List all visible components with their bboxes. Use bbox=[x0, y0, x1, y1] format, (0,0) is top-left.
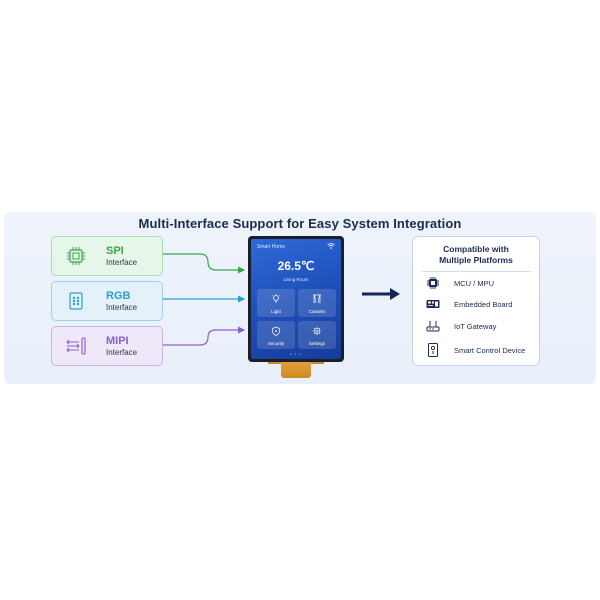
shield-icon bbox=[272, 326, 280, 336]
spi-connector bbox=[163, 253, 246, 274]
screen-header: Smart Home bbox=[257, 244, 286, 250]
interface-sub: Interface bbox=[106, 347, 138, 357]
interface-card-spi: SPI Interface bbox=[51, 236, 163, 276]
platform-label: IoT Gateway bbox=[454, 321, 497, 331]
interface-name: SPI bbox=[106, 244, 124, 257]
curtains-icon bbox=[313, 294, 321, 304]
tile-label: Curtains bbox=[308, 309, 326, 314]
compatibility-arrow bbox=[362, 288, 400, 300]
tile-label: Light bbox=[271, 309, 281, 314]
pager-dots: • • • bbox=[290, 351, 302, 356]
board-icon bbox=[426, 300, 440, 308]
device-screen: Smart Home 26.5℃ Living Room Light Curta… bbox=[251, 239, 341, 359]
interface-card-rgb: RGB Interface bbox=[51, 281, 163, 321]
room-label: Living Room bbox=[283, 277, 309, 282]
platforms-divider bbox=[421, 271, 531, 272]
display-module: Smart Home 26.5℃ Living Room Light Curta… bbox=[248, 236, 344, 362]
gear-icon bbox=[312, 326, 322, 336]
platform-item-gateway: IoT Gateway bbox=[426, 319, 496, 333]
tile-light[interactable]: Light bbox=[257, 289, 295, 317]
platform-label: Embedded Board bbox=[454, 299, 513, 309]
lightbulb-icon bbox=[271, 294, 281, 303]
connector-icon bbox=[66, 291, 86, 311]
temperature-readout: 26.5℃ bbox=[277, 259, 315, 273]
fpc-cable bbox=[281, 362, 311, 378]
wifi-icon bbox=[327, 243, 335, 249]
interface-name: RGB bbox=[106, 289, 131, 302]
interface-card-mipi: MIPI Interface bbox=[51, 326, 163, 366]
platform-item-smart-control: Smart Control Device bbox=[426, 343, 525, 357]
interface-name: MIPI bbox=[106, 334, 129, 347]
tile-settings[interactable]: Settings bbox=[298, 321, 336, 349]
interface-sub: Interface bbox=[106, 302, 138, 312]
lanes-icon bbox=[66, 336, 86, 356]
platforms-title-line1: Compatible with bbox=[443, 244, 509, 254]
interface-sub: Interface bbox=[106, 257, 138, 267]
platforms-panel: Compatible with Multiple Platforms bbox=[412, 236, 540, 366]
platforms-title-line2: Multiple Platforms bbox=[439, 255, 513, 266]
platform-label: Smart Control Device bbox=[454, 345, 526, 355]
tile-security[interactable]: Security bbox=[257, 321, 295, 349]
chip-icon bbox=[66, 246, 86, 266]
cpu-icon bbox=[427, 277, 439, 289]
router-icon bbox=[426, 321, 440, 332]
platform-label: MCU / MPU bbox=[454, 278, 494, 288]
tile-label: Security bbox=[267, 341, 285, 346]
mipi-connector bbox=[163, 326, 246, 346]
page-title: Multi-Interface Support for Easy System … bbox=[138, 216, 462, 231]
platforms-title: Compatible with Multiple Platforms bbox=[413, 244, 539, 266]
platform-item-mcu: MCU / MPU bbox=[426, 276, 494, 290]
tile-curtains[interactable]: Curtains bbox=[298, 289, 336, 317]
tile-label: Settings bbox=[308, 341, 326, 346]
control-panel-icon bbox=[428, 343, 438, 357]
platform-item-board: Embedded Board bbox=[426, 297, 512, 311]
